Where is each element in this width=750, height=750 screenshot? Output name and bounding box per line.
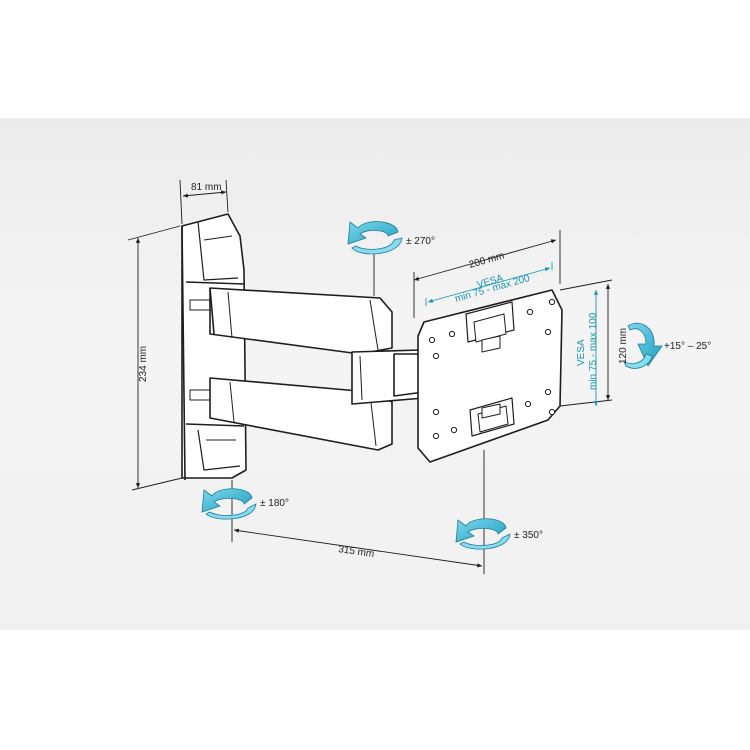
vesa-plate: [417, 289, 563, 463]
rotation-tilt-label: +15° – 25°: [664, 341, 711, 352]
vesa-dimension-lines: [425, 262, 599, 406]
rotation-bottom-left-label: ± 180°: [260, 498, 289, 509]
depth-label: 81 mm: [191, 182, 222, 193]
vesa-vertical-range: min 75 - max 100: [588, 312, 599, 390]
height-right-label: 120 mm: [618, 328, 629, 364]
width-top-label: 200 mm: [468, 250, 506, 271]
wall-plate: [181, 213, 247, 481]
rotation-arrow-tilt: [623, 322, 663, 369]
vesa-vertical-title: VESA: [576, 339, 587, 366]
extension-label: 315 mm: [338, 544, 375, 560]
rotation-arrow-top: [347, 221, 403, 255]
rotation-arrow-bottom-right: [455, 518, 511, 550]
height-left-label: 234 mm: [138, 346, 149, 382]
mount-drawing: [181, 213, 563, 481]
rotation-top-label: ± 270°: [406, 236, 435, 247]
rotation-bottom-right-label: ± 350°: [514, 530, 543, 541]
rotation-arrow-bottom-left: [201, 488, 257, 520]
upper-arm: [209, 287, 393, 355]
